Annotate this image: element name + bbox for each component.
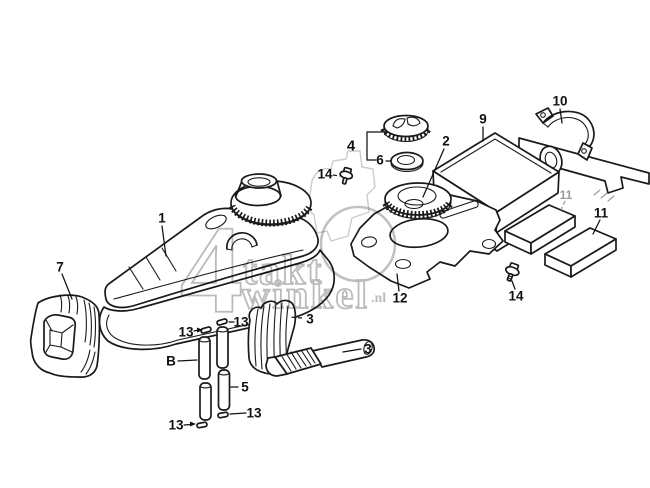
part-13-pins: [196, 318, 229, 429]
callout-1: 1: [158, 211, 166, 226]
part-4-cap: [380, 114, 432, 143]
callout-13-b: 13: [233, 315, 249, 330]
callout-14-left: 14: [317, 167, 333, 182]
callout-13-c: 13: [246, 406, 262, 421]
callout-10: 10: [552, 94, 567, 109]
part-3-pad-tube: [265, 338, 376, 377]
callout-2: 2: [442, 134, 450, 149]
watermark-circle: [319, 205, 397, 283]
callout-12: 12: [392, 291, 407, 306]
part-2-seat-ring: [382, 182, 454, 220]
part-b-tube: [198, 336, 212, 421]
callout-labels: 1 7 4 6 2 14 9 10 11 11 12 14 3 3 13 13 …: [56, 94, 608, 433]
callout-5: 5: [241, 380, 249, 395]
watermark-suffix: .nl: [371, 291, 386, 306]
callout-6: 6: [376, 153, 384, 168]
callout-13-d: 13: [168, 418, 184, 433]
watermark-word-bottom: winkel: [241, 272, 369, 317]
callout-13-a: 13: [178, 325, 194, 340]
watermark: 4 takt winkel .nl: [179, 200, 397, 341]
callout-11-faint: 11: [560, 188, 573, 202]
callout-b: B: [166, 354, 176, 369]
callout-3-lower: 3: [364, 342, 372, 357]
part-7-boot: [29, 294, 101, 378]
watermark-numeral: 4: [180, 201, 243, 340]
callout-4: 4: [347, 138, 356, 155]
part-14-bolt-right: [504, 262, 520, 282]
part-5-tube: [216, 326, 231, 411]
callout-11: 11: [594, 206, 609, 221]
part-6-washer: [390, 151, 424, 173]
part-11-pad-b: [544, 227, 617, 278]
part-10-clamp: [535, 107, 595, 161]
watermark-word-top: takt: [243, 248, 323, 294]
callout-7: 7: [56, 260, 64, 275]
part-14-bolt-left: [339, 166, 354, 185]
callout-14-right: 14: [508, 289, 524, 304]
part-1-case: [98, 173, 336, 351]
callout-9: 9: [479, 112, 487, 127]
leader-lines: [61, 108, 601, 427]
part-11-pad-a: [504, 204, 576, 255]
callout-3-upper: 3: [306, 312, 314, 327]
